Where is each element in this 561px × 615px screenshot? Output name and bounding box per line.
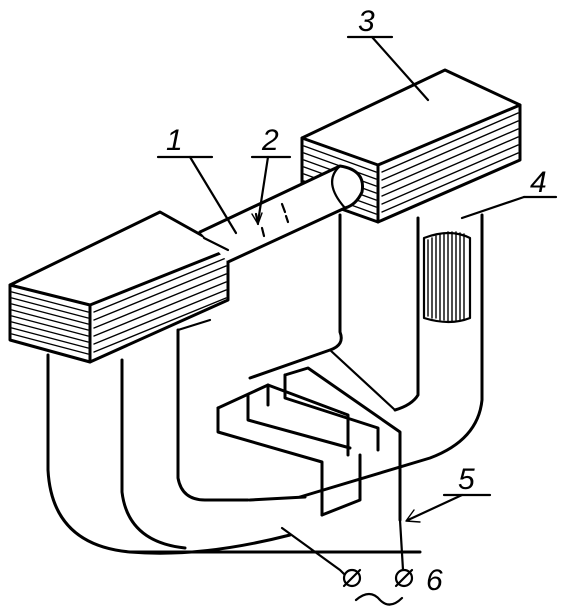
terminals [342, 568, 414, 606]
label-1: 1 [166, 124, 183, 157]
coil-winding [216, 366, 405, 580]
label-2: 2 [261, 124, 279, 157]
defect-marks [254, 202, 290, 238]
label-6: 6 [426, 564, 443, 597]
label-3: 3 [358, 5, 375, 38]
u-core [46, 213, 484, 555]
leader-lines [156, 35, 558, 523]
left-pole-block [8, 210, 230, 364]
label-4: 4 [530, 166, 547, 199]
rod [198, 164, 365, 264]
label-5: 5 [458, 463, 475, 496]
cutaway-laminations [422, 231, 472, 324]
